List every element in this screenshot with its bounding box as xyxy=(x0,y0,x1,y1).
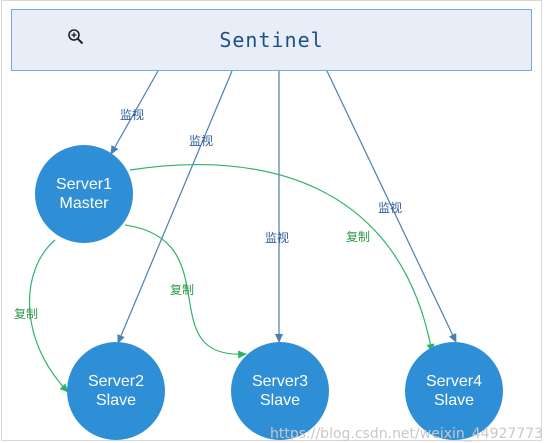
monitor-label-server3: 监视 xyxy=(265,231,290,245)
server3-role: Slave xyxy=(259,392,301,409)
monitor-arrow-server2 xyxy=(117,70,233,344)
server2-slave-node: Server2 Slave xyxy=(67,342,165,440)
server1-name: Server1 xyxy=(55,176,113,193)
monitor-arrow-server1 xyxy=(110,70,159,155)
monitor-label-server4: 监视 xyxy=(378,201,403,215)
server1-role: Master xyxy=(59,195,109,212)
server2-name: Server2 xyxy=(87,373,145,390)
replicate-label-server3: 复制 xyxy=(170,283,195,297)
csdn-watermark: https://blog.csdn.net/weixin_44927773 xyxy=(270,426,544,442)
replicate-arrow-server2 xyxy=(29,239,69,393)
monitor-label-server1: 监视 xyxy=(120,108,145,122)
server3-name: Server3 xyxy=(251,373,309,390)
replicate-label-server4: 复制 xyxy=(346,230,371,244)
sentinel-title: Sentinel xyxy=(219,28,324,52)
replicate-arrow-server3 xyxy=(124,224,247,359)
server1-master-node: Server1 Master xyxy=(35,145,133,243)
monitor-label-server2: 监视 xyxy=(189,134,214,148)
server2-role: Slave xyxy=(95,392,137,409)
replicate-label-server2: 复制 xyxy=(14,307,39,321)
sentinel-box: Sentinel xyxy=(11,9,532,71)
monitor-arrow-server4 xyxy=(326,70,457,343)
server4-name: Server4 xyxy=(425,373,483,390)
zoom-in-icon[interactable] xyxy=(67,28,85,46)
server4-role: Slave xyxy=(433,392,475,409)
replicate-arrow-server4 xyxy=(129,164,435,353)
server4-slave-node: Server4 Slave xyxy=(405,342,503,440)
server3-slave-node: Server3 Slave xyxy=(231,342,329,440)
